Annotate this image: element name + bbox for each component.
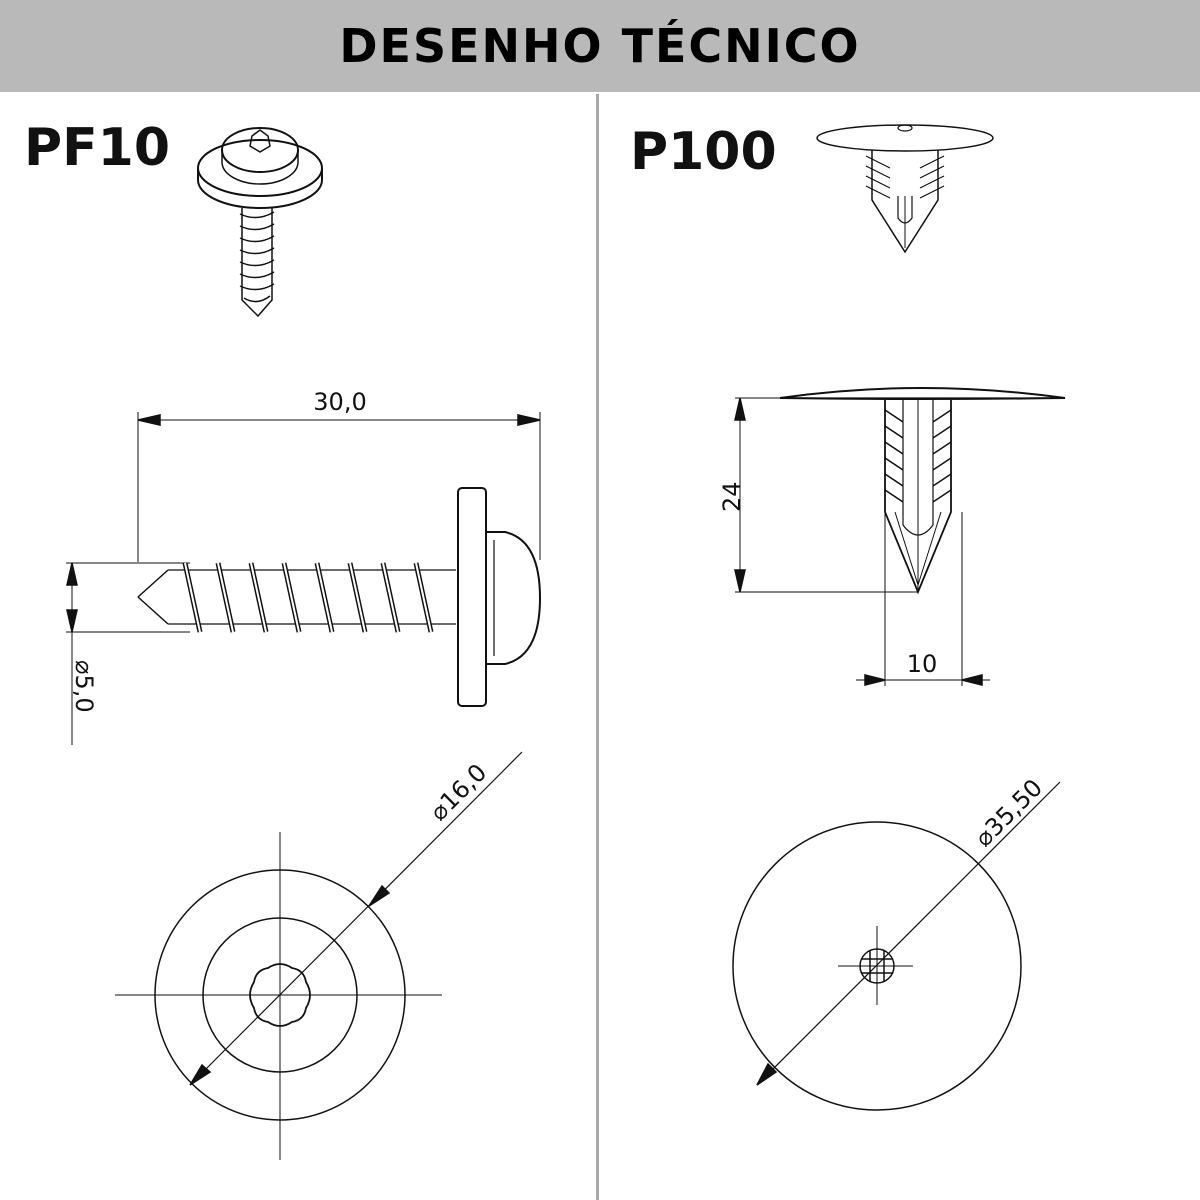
header-bar: DESENHO TÉCNICO [0,0,1200,92]
p100-title: P100 [630,122,777,182]
pf10-shank-diameter-label: ⌀5,0 [70,660,98,713]
p100-side-view [734,387,1066,686]
pf10-length-label: 30,0 [313,388,366,416]
p100-height-label: 24 [718,481,746,512]
page-title: DESENHO TÉCNICO [339,19,861,73]
pf10-side-view [66,412,542,745]
column-divider [596,94,599,1200]
p100-clip-icon [816,124,994,254]
pf10-title: PF10 [24,118,170,178]
p100-width-label: 10 [907,650,938,678]
p100-head-diameter-label: ⌀35,50 [969,774,1048,853]
pf10-screw-icon [197,127,323,318]
p100-top-view [732,781,1061,1111]
pf10-top-view [115,751,523,1160]
